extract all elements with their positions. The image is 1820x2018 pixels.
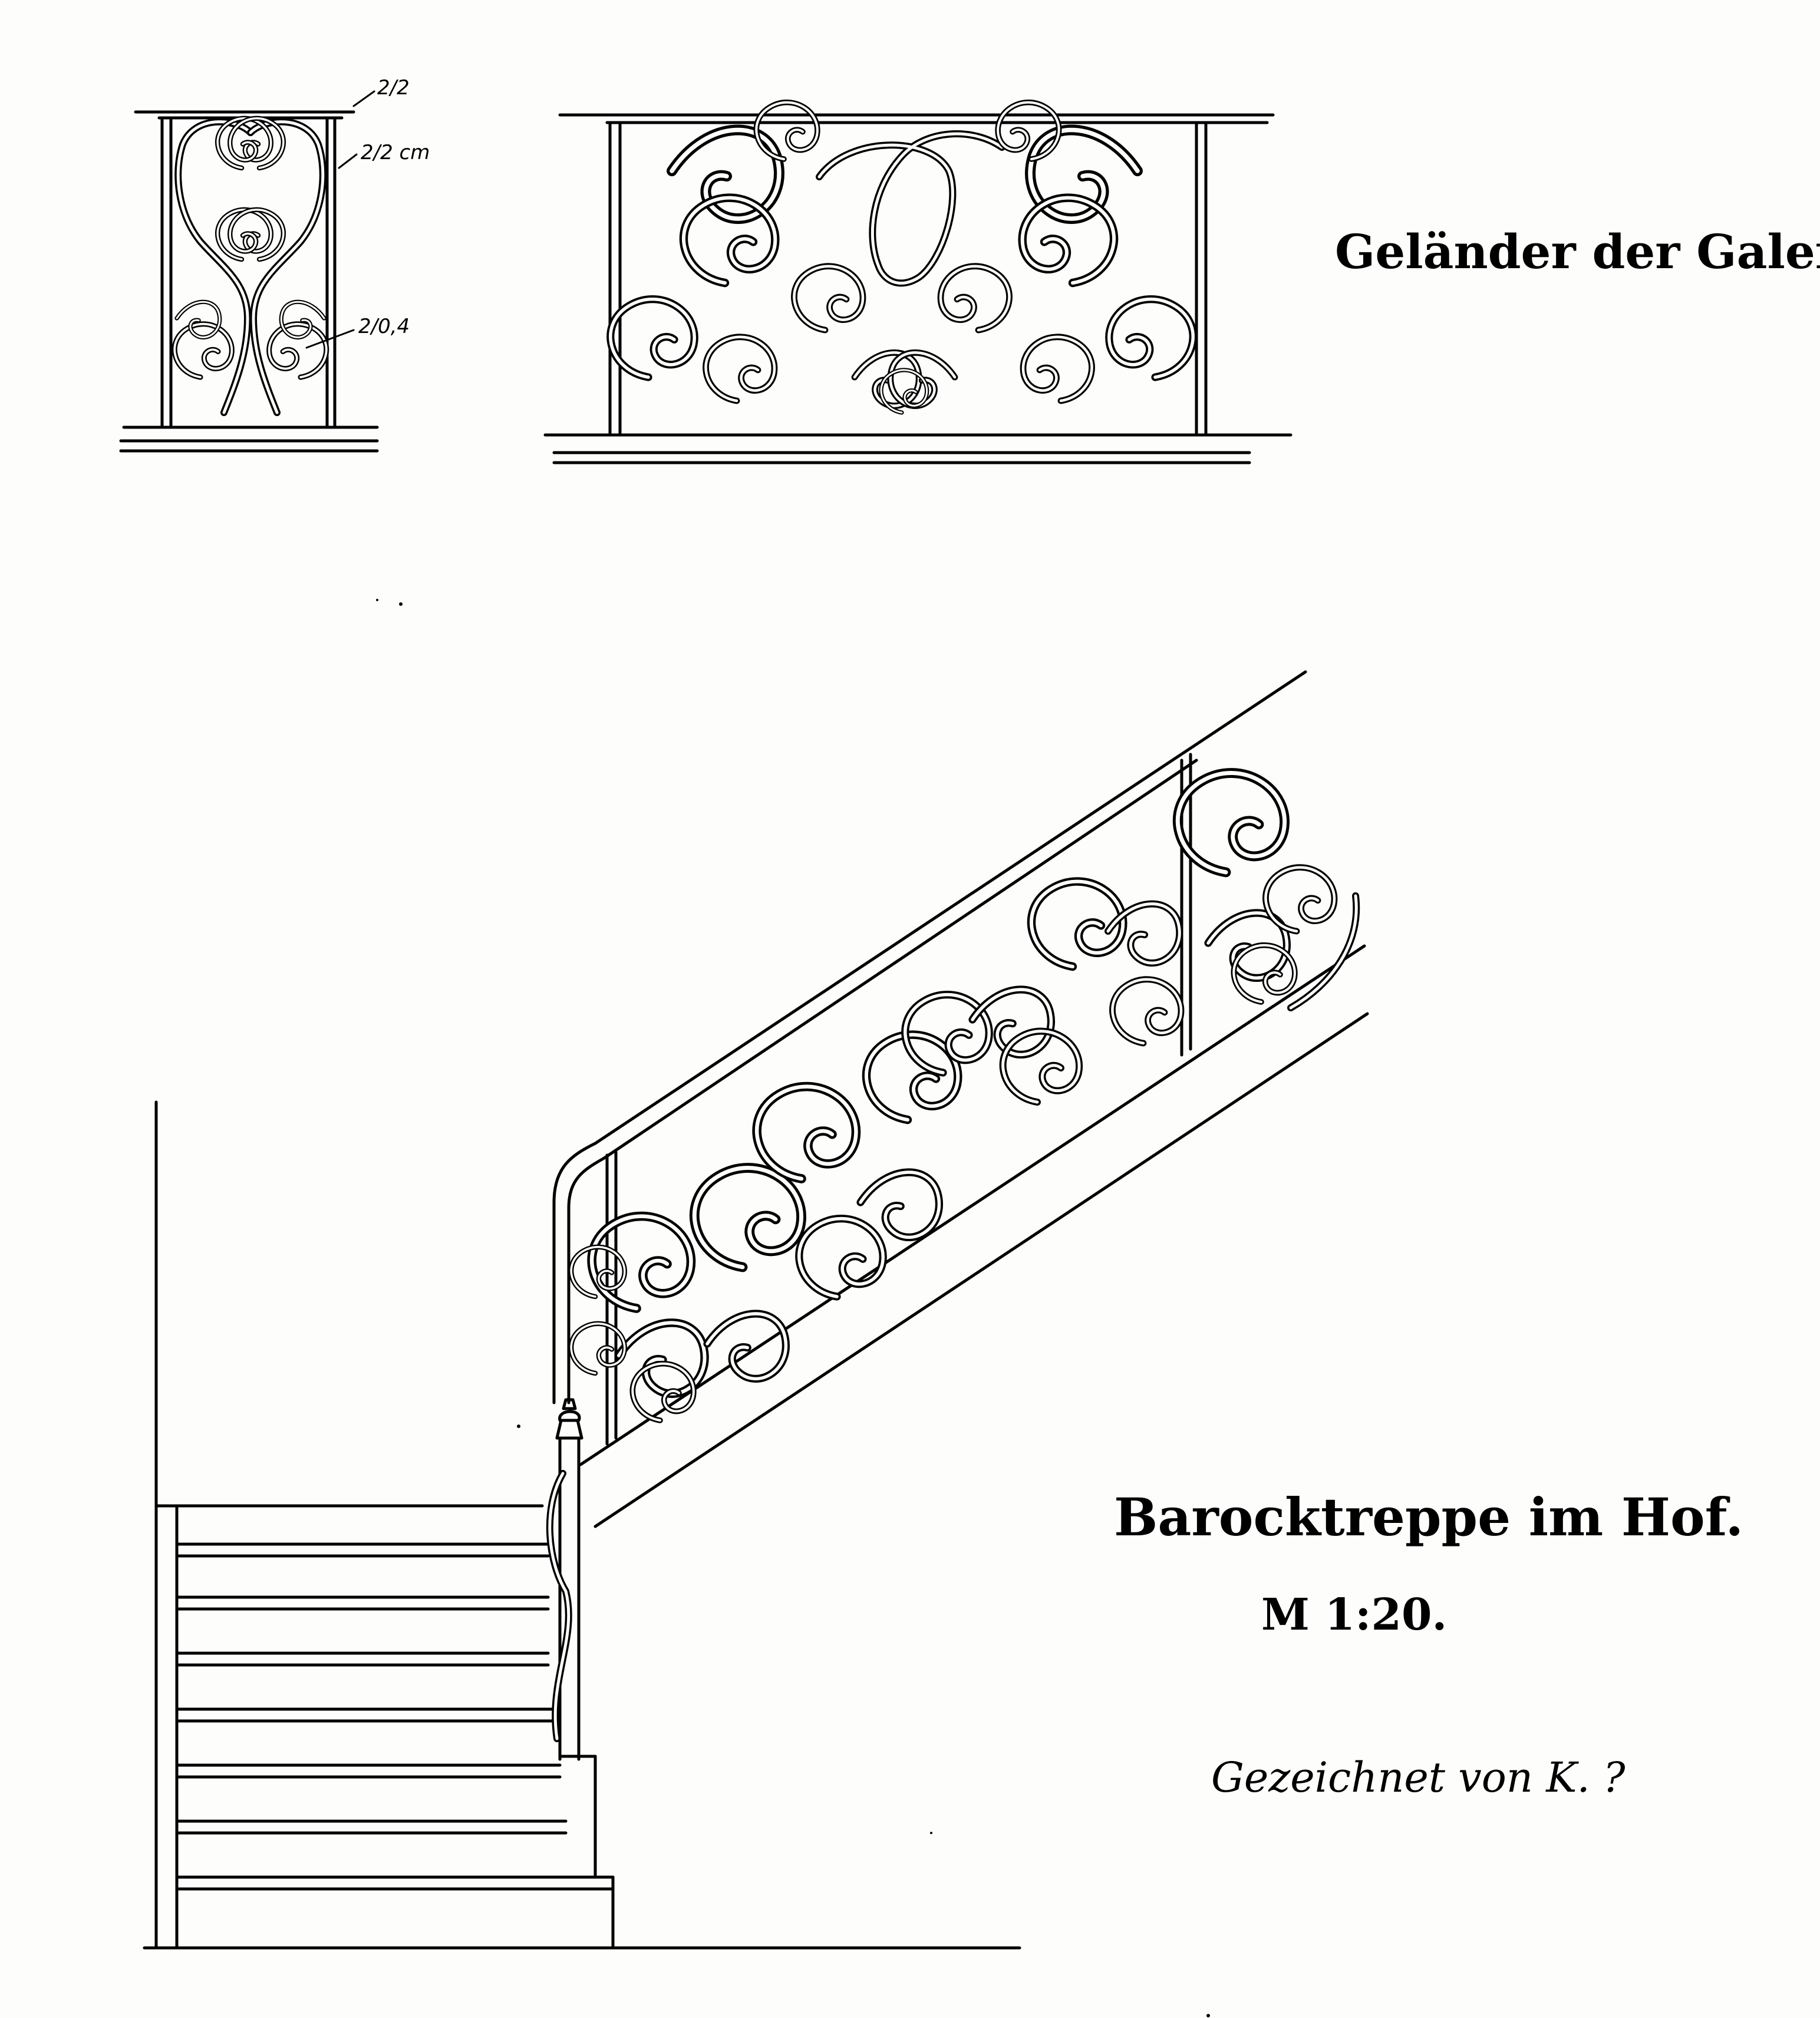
scale-label: M 1:20. bbox=[1261, 1590, 1447, 1640]
stair-scroll-infill bbox=[571, 773, 1334, 1420]
dimension-annotations: 2/2 2/2 cm 2/0,4 bbox=[305, 76, 430, 349]
dim-post: 2/2 cm bbox=[361, 141, 430, 164]
stair-steps bbox=[154, 1504, 615, 1950]
stair-handrail bbox=[552, 670, 1369, 1528]
newel-post bbox=[546, 1398, 583, 1761]
small-railing-panel bbox=[119, 110, 379, 453]
signature: Gezeichnet von K. ? bbox=[1211, 1753, 1626, 1802]
staircase-elevation bbox=[143, 670, 1369, 1950]
dim-scroll-bar: 2/0,4 bbox=[358, 315, 410, 338]
gallery-railing-panel bbox=[543, 103, 1293, 464]
treppe-title: Barocktreppe im Hof. bbox=[1114, 1486, 1743, 1548]
galerie-title: Geländer der Galerie. bbox=[1335, 224, 1820, 279]
dim-handrail: 2/2 bbox=[377, 76, 410, 100]
